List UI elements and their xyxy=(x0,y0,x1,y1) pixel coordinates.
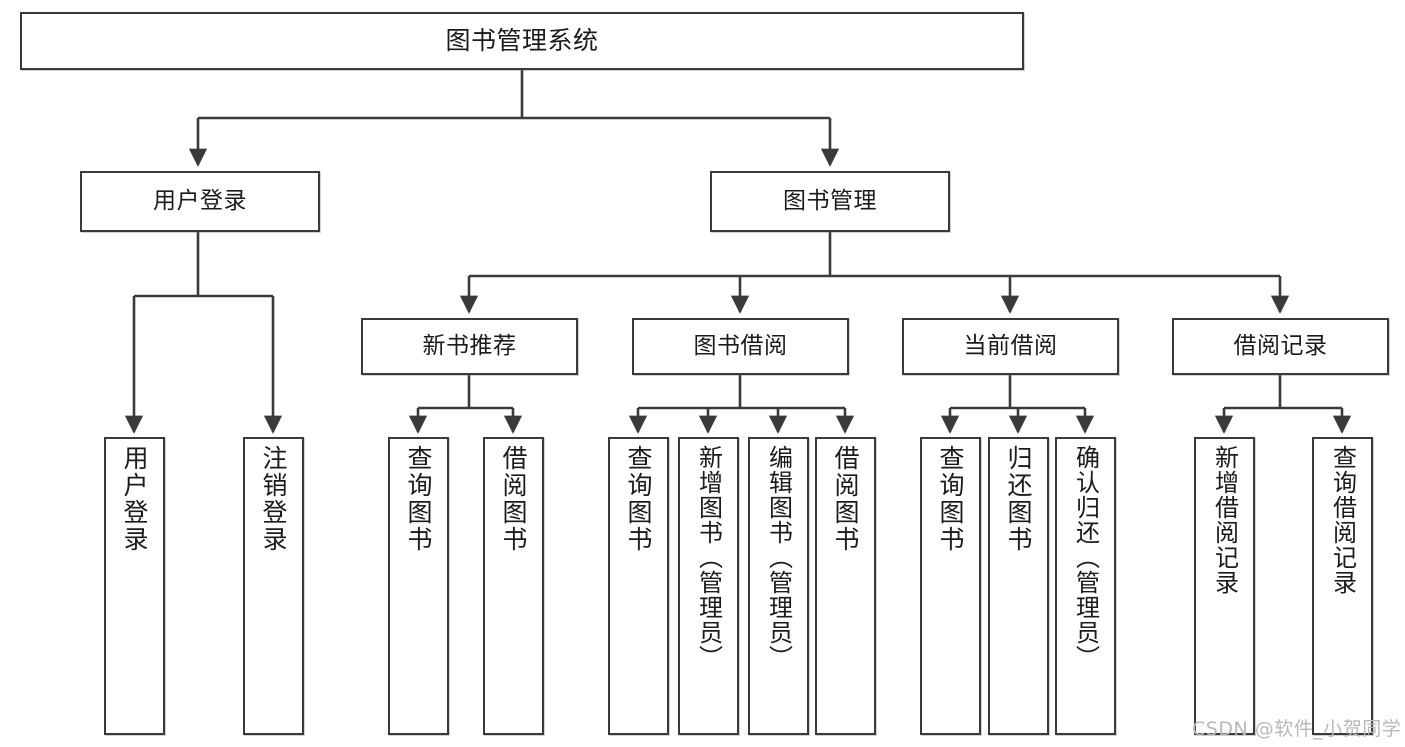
node-borrowing-record[interactable]: 借阅记录 xyxy=(1172,318,1389,375)
node-label: 编辑图书（管理员） xyxy=(764,445,793,670)
node-label: 注销登录 xyxy=(259,445,288,553)
node-label: 借阅图书 xyxy=(499,445,528,553)
node-new-book-recommendation[interactable]: 新书推荐 xyxy=(361,318,578,375)
node-label: 新增借阅记录 xyxy=(1210,445,1239,595)
node-label: 当前借阅 xyxy=(963,332,1058,359)
node-label: 借阅图书 xyxy=(831,445,860,553)
leaf-borrow-book-borrowing[interactable]: 借阅图书 xyxy=(815,437,876,735)
node-label: 查询图书 xyxy=(936,445,965,553)
node-user-login[interactable]: 用户登录 xyxy=(80,171,320,232)
node-label: 归还图书 xyxy=(1004,445,1033,553)
node-label: 新书推荐 xyxy=(422,332,517,359)
node-book-management[interactable]: 图书管理 xyxy=(710,171,950,232)
csdn-watermark: CSDN @软件_小贺同学 xyxy=(1192,718,1402,740)
node-book-borrowing[interactable]: 图书借阅 xyxy=(632,318,849,375)
node-root-library-management-system[interactable]: 图书管理系统 xyxy=(20,12,1024,70)
leaf-return-book[interactable]: 归还图书 xyxy=(988,437,1049,735)
node-label: 确认归还（管理员） xyxy=(1071,445,1100,670)
leaf-query-borrow-record[interactable]: 查询借阅记录 xyxy=(1312,437,1373,735)
leaf-logout[interactable]: 注销登录 xyxy=(243,437,304,735)
leaf-user-login[interactable]: 用户登录 xyxy=(104,437,165,735)
node-label: 查询借阅记录 xyxy=(1328,445,1357,595)
node-label: 用户登录 xyxy=(120,445,149,553)
node-label: 新增图书（管理员） xyxy=(694,445,723,670)
leaf-add-borrow-record[interactable]: 新增借阅记录 xyxy=(1194,437,1255,735)
node-label: 图书管理系统 xyxy=(445,26,599,55)
leaf-add-book-admin[interactable]: 新增图书（管理员） xyxy=(678,437,739,735)
leaf-query-book-current[interactable]: 查询图书 xyxy=(920,437,981,735)
leaf-borrow-book-new-recommend[interactable]: 借阅图书 xyxy=(483,437,544,735)
leaf-query-book-borrowing[interactable]: 查询图书 xyxy=(608,437,669,735)
leaf-edit-book-admin[interactable]: 编辑图书（管理员） xyxy=(748,437,809,735)
leaf-query-book-new-recommend[interactable]: 查询图书 xyxy=(388,437,449,735)
node-label: 图书借阅 xyxy=(693,332,788,359)
node-label: 查询图书 xyxy=(624,445,653,553)
node-label: 图书管理 xyxy=(783,187,877,214)
node-label: 查询图书 xyxy=(404,445,433,553)
node-label: 用户登录 xyxy=(153,187,247,214)
node-label: 借阅记录 xyxy=(1233,332,1328,359)
leaf-confirm-return-admin[interactable]: 确认归还（管理员） xyxy=(1055,437,1116,735)
node-current-borrowing[interactable]: 当前借阅 xyxy=(902,318,1119,375)
